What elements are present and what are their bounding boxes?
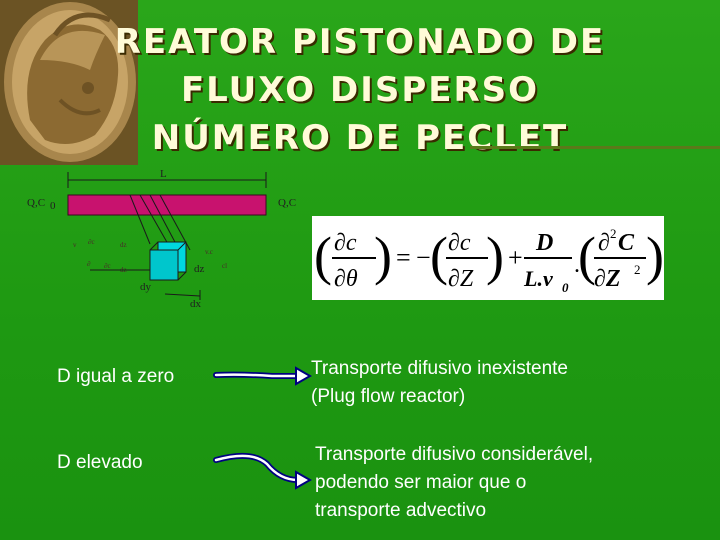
dx-label: dx	[190, 298, 202, 310]
dy-label: dy	[140, 281, 152, 293]
differential-element	[149, 249, 179, 281]
inlet-subscript: 0	[50, 200, 56, 212]
svg-text:∂: ∂	[87, 260, 91, 268]
term3-numerator-var: C	[618, 230, 635, 256]
arrow-right-icon	[213, 366, 312, 386]
svg-text:): )	[486, 226, 504, 286]
title-line-1: REATOR PISTONADO DE	[114, 22, 606, 62]
dz-label: dz	[194, 263, 205, 275]
helmet-emblem-logo	[0, 0, 138, 165]
title-line-2: FLUXO DISPERSO	[180, 70, 540, 110]
outlet-label: Q,C	[278, 197, 296, 209]
svg-text:∂c: ∂c	[88, 238, 95, 246]
inlet-label: Q,C	[27, 197, 45, 209]
minus-sign: −	[416, 243, 431, 272]
svg-text:(: (	[578, 226, 596, 286]
case-2-result-line-1: Transporte difusivo considerável,	[315, 444, 594, 465]
svg-text:v.c: v.c	[205, 248, 213, 256]
term3-numerator-sup: 2	[610, 226, 617, 241]
svg-text:cl: cl	[222, 262, 227, 270]
term1-denominator: ∂Z	[448, 266, 474, 292]
plus-sign: +	[508, 243, 523, 272]
svg-text:dz: dz	[120, 241, 127, 249]
term2-numerator: D	[535, 230, 553, 256]
case-2-condition: D elevado	[57, 452, 143, 473]
term2-den-subscript: 0	[562, 280, 569, 295]
peclet-equation: ( ∂c ∂θ ) = − ( ∂c ∂Z ) + D L.v 0 . ( ∂ …	[312, 216, 664, 300]
svg-text:v: v	[73, 241, 77, 249]
length-label: L	[160, 168, 167, 180]
case-1-result-line-1: Transporte difusivo inexistente	[311, 358, 568, 379]
svg-text:(: (	[430, 226, 448, 286]
case-2-result-line-2: podendo ser maior que o	[315, 472, 527, 493]
term3-denominator-sup: 2	[634, 262, 641, 277]
equals-sign: =	[396, 243, 411, 272]
case-1-condition: D igual a zero	[57, 366, 175, 387]
case-2-result-line-3: transporte advectivo	[315, 500, 487, 521]
svg-text:(: (	[314, 226, 332, 286]
term3-numerator: ∂	[598, 230, 610, 256]
reactor-tube	[67, 194, 267, 216]
case-1-result-line-2: (Plug flow reactor)	[311, 386, 466, 407]
lhs-numerator: ∂c	[334, 230, 357, 256]
title-line-3: NÚMERO DE PECLET	[151, 118, 569, 158]
dot-operator: .	[574, 252, 580, 278]
svg-text:): )	[646, 226, 664, 286]
curved-arrow-right-icon	[213, 452, 312, 490]
term2-denominator: L.v	[523, 266, 553, 291]
svg-text:∂c: ∂c	[104, 262, 111, 270]
term3-denominator: ∂Z	[594, 266, 621, 292]
svg-text:): )	[374, 226, 392, 286]
lhs-denominator: ∂θ	[334, 266, 358, 292]
title-underline	[470, 146, 720, 149]
term1-numerator: ∂c	[448, 230, 471, 256]
